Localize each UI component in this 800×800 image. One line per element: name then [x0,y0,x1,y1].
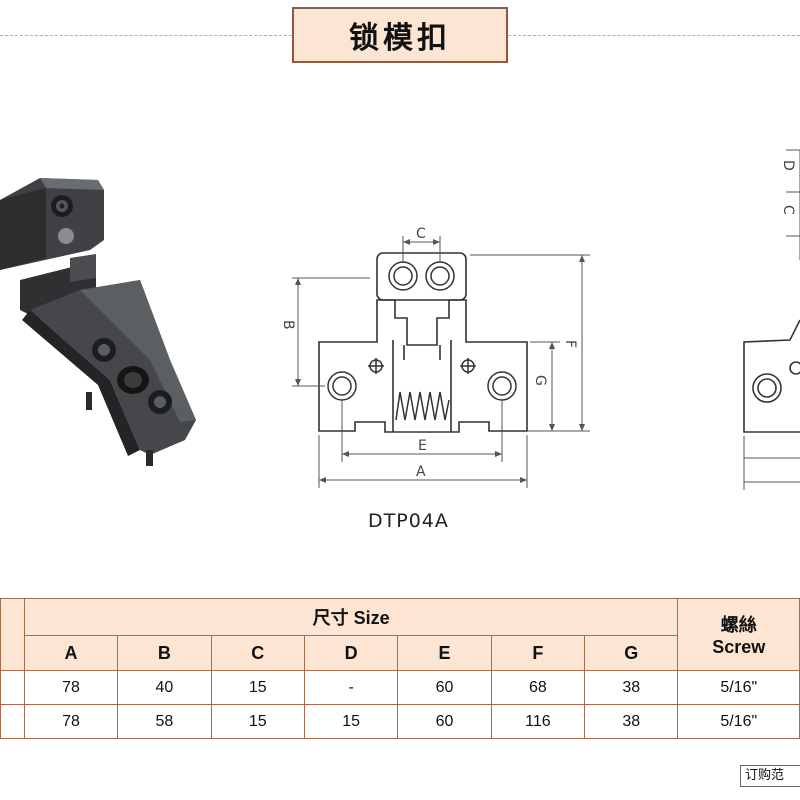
spring [395,391,450,421]
column-header-d: D [303,635,399,671]
table-cell: 78 [23,704,119,739]
dim-label-e: E [418,438,427,454]
page-title: 锁模扣 [292,7,508,63]
dim-label-c-2: C [780,205,796,215]
row-model-cell [0,704,25,739]
header-rule-left [0,35,292,36]
dim-label-d: D [780,160,796,171]
model-header [0,598,25,671]
table-cell: 38 [584,670,679,705]
dim-label-c: C [416,226,426,242]
dim-label-b: B [280,320,296,330]
column-header-f: F [490,635,586,671]
table-cell: 60 [397,670,492,705]
table-row: 78 40 15 - 60 68 38 5/16" [0,670,800,705]
dim-label-a: A [416,464,426,480]
table-cell-screw: 5/16" [677,704,800,739]
drawing-caption: DTP04A [368,510,449,532]
table-cell: 15 [303,704,399,739]
table-cell: 38 [584,704,679,739]
screw-header-cn: 螺絲 [720,615,757,635]
header-rule-right [508,35,800,36]
drawing-outline-dtp04a [318,299,528,433]
column-header-a: A [23,635,119,671]
size-group-header: 尺寸 Size [23,598,679,636]
table-row: 78 58 15 15 60 116 38 5/16" [0,704,800,739]
order-note: 订购范 [740,765,800,787]
screw-header: 螺絲 Screw [677,598,800,671]
product-photo [0,178,196,466]
table-cell: - [303,670,399,705]
column-header-g: G [584,635,679,671]
table-cell: 116 [490,704,586,739]
column-header-b: B [117,635,212,671]
table-cell: 15 [210,704,305,739]
drawing-outline-partial [743,319,800,433]
screw-header-en: Screw [712,637,766,657]
row-model-cell [0,670,25,705]
table-cell: 58 [117,704,212,739]
table-cell: 15 [210,670,305,705]
column-header-c: C [210,635,305,671]
table-cell: 68 [490,670,586,705]
dim-label-f: F [562,340,578,348]
spec-table: 尺寸 Size 螺絲 Screw A B C D E F G 78 40 15 … [0,598,800,739]
dim-label-g: G [532,375,548,386]
table-cell: 60 [397,704,492,739]
table-cell-screw: 5/16" [677,670,800,705]
column-header-e: E [397,635,492,671]
technical-drawing: C B F G E A D C [280,149,800,490]
table-cell: 78 [23,670,119,705]
table-cell: 40 [117,670,212,705]
